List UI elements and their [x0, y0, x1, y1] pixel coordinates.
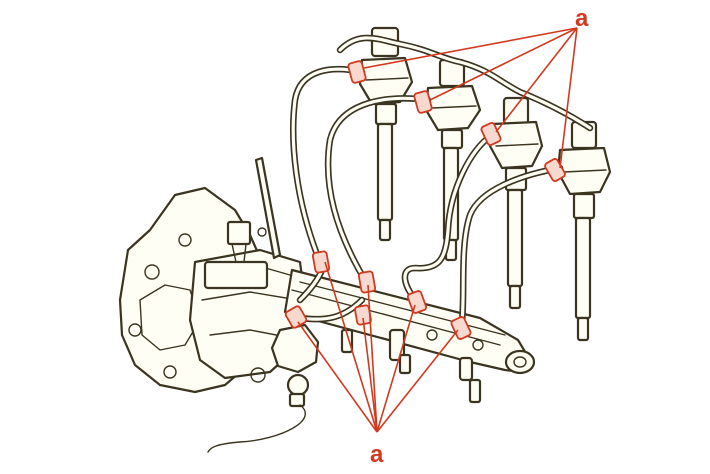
leader-lines-bottom: [297, 261, 459, 433]
high-pressure-pump: [118, 186, 320, 408]
marker-injector-2: [413, 90, 433, 114]
common-rail: [283, 268, 536, 404]
leader-lines-top: [363, 27, 578, 169]
marker-injector-1: [347, 60, 367, 84]
marker-rail-2: [357, 270, 377, 294]
callout-label-top: a: [575, 5, 589, 32]
control-rod: [254, 156, 282, 260]
callout-label-bottom: a: [370, 441, 384, 468]
sensor-wire: [207, 404, 306, 453]
marker-rail-1: [311, 250, 331, 274]
injector-4: [556, 120, 612, 342]
connection-markers: [284, 60, 566, 340]
marker-injector-4: [544, 158, 566, 182]
marker-rail-4: [406, 290, 428, 314]
